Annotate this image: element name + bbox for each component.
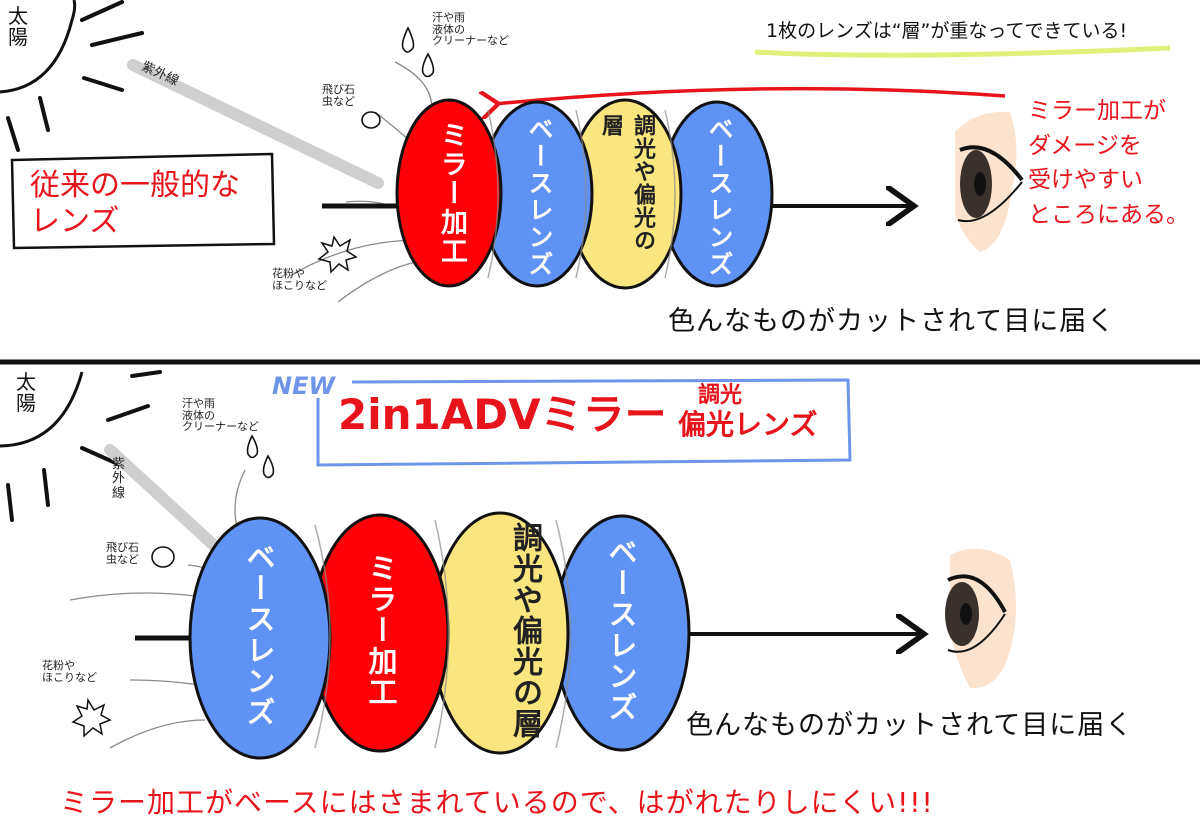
liquid-label-top: 汗や雨 液体の クリーナーなど <box>432 11 509 48</box>
sun-icon-bottom <box>0 370 162 522</box>
droplet-icon-top-1 <box>401 26 415 53</box>
lens-top-2-label: ベースレンズ <box>525 116 554 278</box>
damage-note: ミラー加工が ダメージを 受けやすい ところにある。 <box>1028 98 1189 228</box>
cut-text-bottom: 色んなものがカットされて目に届く <box>686 710 1134 741</box>
title-bottom-sub1: 調光 <box>698 383 743 408</box>
lens-overlap-lines-top <box>487 109 676 279</box>
eye-icon-bottom <box>945 548 1016 689</box>
pollen-icon-top <box>317 235 358 274</box>
stone-label-top: 飛び石 虫など <box>322 83 355 108</box>
sun-label-top: 太 陽 <box>8 4 28 49</box>
uv-ray-bottom <box>104 444 238 568</box>
droplet-icon-bottom-2 <box>262 454 275 479</box>
droplet-icon-top-2 <box>421 52 435 78</box>
lens-bottom-2-label: ミラー加工 <box>364 552 398 708</box>
red-arrow-top <box>495 86 1006 104</box>
lens-top-1-label: ミラー加工 <box>436 120 467 266</box>
eye-icon-top <box>955 111 1024 252</box>
pollen-icon-bottom <box>71 697 112 738</box>
title-frame-bottom <box>316 378 852 467</box>
uv-ray-top <box>127 59 384 189</box>
stone-icon-bottom <box>151 546 175 568</box>
droplet-icon-bottom-1 <box>246 434 259 459</box>
highlight-mark <box>754 45 1171 58</box>
lens-overlap-lines-bottom <box>314 519 572 749</box>
pollen-label-bottom: 花粉や ほこりなど <box>42 659 97 684</box>
stone-label-bottom: 飛び石 虫など <box>106 541 139 566</box>
lens-bottom-4-label: ベースレンズ <box>604 537 638 723</box>
title-bottom-sub2: 偏光レンズ <box>678 408 818 441</box>
lens-top-1-shape <box>395 98 503 288</box>
sun-icon-top <box>0 0 144 152</box>
title-bottom-main: 2in1ADVミラー <box>338 390 667 439</box>
pollen-label-top: 花粉や ほこりなど <box>272 267 327 292</box>
cut-text-top: 色んなものがカットされて目に届く <box>668 306 1116 337</box>
sun-label-bottom: 太 陽 <box>16 370 36 415</box>
title-box-top <box>10 152 276 250</box>
title-top: 従来の一般的な レンズ <box>30 168 240 239</box>
layer-note: 1枚のレンズは“層”が重なってできている! <box>766 20 1128 42</box>
lens-bottom-1-label: ベースレンズ <box>242 542 276 728</box>
footer-note: ミラー加工がベースにはさまれているので、はがれたりしにくい!!! <box>60 786 934 819</box>
lens-top-4-label: ベースレンズ <box>705 116 734 278</box>
stone-icon-top <box>361 111 381 129</box>
uv-label-bottom: 紫 外 線 <box>112 457 126 501</box>
lens-bottom-3-label: 調光や偏光の層 <box>507 522 542 739</box>
new-badge: NEW <box>272 372 335 400</box>
liquid-label-bottom: 汗や雨 液体の クリーナーなど <box>182 397 259 434</box>
lens-top-3-label: 調光や偏光の層 <box>598 114 655 252</box>
